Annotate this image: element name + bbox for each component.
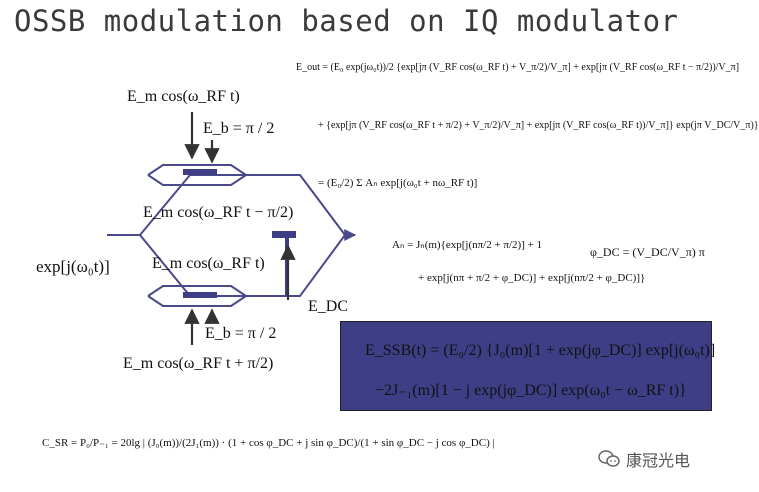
lower-inner-drive-label: E_m cos(ω_RF t) — [152, 255, 265, 272]
watermark: 康冠光电 — [598, 446, 713, 472]
iq-modulator-diagram — [107, 112, 357, 345]
top-drive-label: E_m cos(ω_RF t) — [127, 88, 240, 105]
csr-equation: C_SR = P₀/P₋₁ = 20lg | (J₀(m))/(2J₁(m)) … — [42, 437, 495, 449]
essb-equation-box: E_SSB(t) = (E₀/2) {J₀(m)[1 + exp(jφ_DC)]… — [340, 321, 716, 411]
wechat-icon — [598, 450, 620, 467]
eout-equation-line1: E_out = (E₀ exp(jω₀t))/2 {exp[jπ (V_RF c… — [296, 62, 740, 73]
drive-arrows — [184, 112, 296, 345]
watermark-text: 康冠光电 — [626, 451, 691, 470]
bottom-drive-label: E_m cos(ω_RF t + π/2) — [123, 355, 274, 372]
dc-bias-label: E_DC — [308, 298, 348, 315]
page-title: OSSB modulation based on IQ modulator — [14, 4, 679, 38]
an-equation-line2: + exp[j(nπ + π/2 + φ_DC)] + exp[j(nπ/2 +… — [418, 272, 646, 284]
essb-equation-line2: −2J₋₁(m)[1 − j exp(jφ_DC)] exp(ω₀t − ω_R… — [375, 382, 687, 399]
electrodes — [183, 169, 296, 298]
top-bias-label: E_b = π / 2 — [203, 120, 275, 137]
upper-inner-drive-label: E_m cos(ω_RF t − π/2) — [143, 204, 294, 221]
an-equation-line1: Aₙ = Jₙ(m){exp[j(nπ/2 + π/2)] + 1 — [392, 239, 543, 251]
essb-equation-line1: E_SSB(t) = (E₀/2) {J₀(m)[1 + exp(jφ_DC)]… — [365, 342, 716, 359]
eout-equation-line2: + {exp[jπ (V_RF cos(ω_RF t + π/2) + V_π/… — [318, 120, 759, 131]
eout-equation-line3: = (E₀/2) Σ Aₙ exp[j(ω₀t + nω_RF t)] — [318, 177, 478, 189]
waveguide — [107, 164, 357, 307]
bottom-bias-label: E_b = π / 2 — [205, 325, 277, 342]
phi-dc-equation: φ_DC = (V_DC/V_π) π — [590, 245, 705, 259]
input-field-label: exp[j(ω₀t)] — [36, 257, 110, 276]
